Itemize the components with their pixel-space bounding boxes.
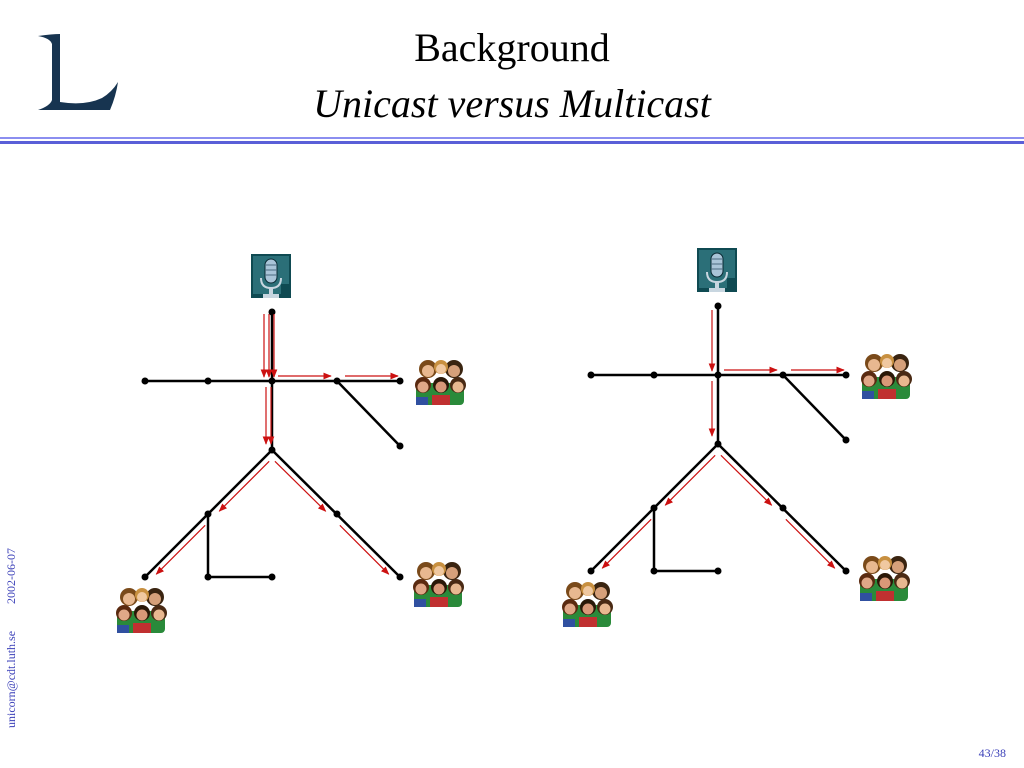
multicast-arrow <box>785 518 836 569</box>
multicast-arrow <box>720 454 773 506</box>
network-node <box>650 504 658 512</box>
slide-subtitle: Unicast versus Multicast <box>313 81 711 126</box>
network-node <box>587 371 595 379</box>
network-node <box>141 573 149 581</box>
network-link <box>782 374 847 441</box>
header-rule-dark <box>0 141 1024 144</box>
network-node <box>842 567 850 575</box>
network-node <box>268 308 276 316</box>
network-node <box>842 371 850 379</box>
network-node <box>268 573 276 581</box>
header-rule-light <box>0 137 1024 139</box>
network-node <box>141 377 149 385</box>
network-node <box>204 573 212 581</box>
network-node <box>714 440 722 448</box>
group-of-people-icon <box>415 360 466 405</box>
unicast-arrow <box>339 524 390 575</box>
slide-title: Background <box>414 25 610 70</box>
network-node <box>396 442 404 450</box>
network-node <box>650 371 658 379</box>
network-link <box>336 380 401 447</box>
network-node <box>842 436 850 444</box>
microphone-icon <box>250 254 292 300</box>
unicast-arrow <box>274 460 327 512</box>
network-node <box>587 567 595 575</box>
group-of-people-icon <box>116 588 167 633</box>
unicast-arrow <box>155 524 206 575</box>
multicast-arrow <box>601 518 652 569</box>
group-of-people-icon <box>562 582 613 627</box>
network-node <box>396 377 404 385</box>
page-number: 43/38 <box>978 746 1006 760</box>
network-node <box>268 446 276 454</box>
network-node <box>779 504 787 512</box>
network-node <box>204 377 212 385</box>
network-node <box>396 573 404 581</box>
group-of-people-icon <box>861 354 912 399</box>
network-node <box>714 567 722 575</box>
network-node <box>779 371 787 379</box>
logo-letter-l <box>38 34 118 110</box>
network-node <box>714 371 722 379</box>
group-of-people-icon <box>859 556 910 601</box>
network-node <box>333 510 341 518</box>
network-node <box>650 567 658 575</box>
network-node <box>268 377 276 385</box>
network-node <box>204 510 212 518</box>
group-of-people-icon <box>413 562 464 607</box>
unicast-arrow <box>218 460 270 512</box>
microphone-icon <box>696 248 738 294</box>
network-node <box>333 377 341 385</box>
multicast-arrow <box>664 454 716 506</box>
network-node <box>714 302 722 310</box>
